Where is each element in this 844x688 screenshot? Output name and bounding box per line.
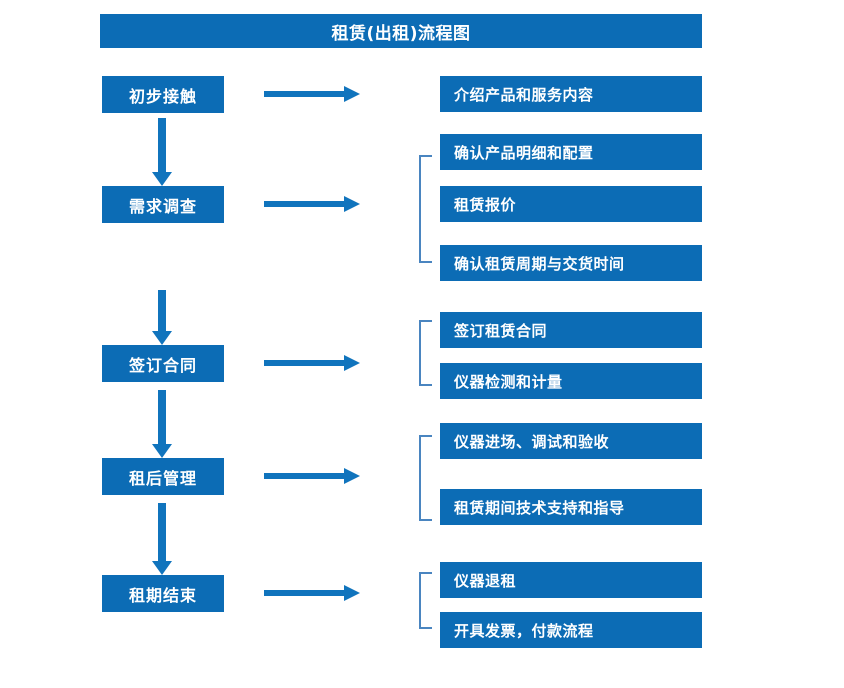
stage-box-3[interactable]: 签订合同 [102, 345, 224, 382]
detail-box-10[interactable]: 开具发票，付款流程 [440, 612, 702, 648]
arrow-head-right-icon [344, 86, 360, 102]
detail-box-6[interactable]: 仪器检测和计量 [440, 363, 702, 399]
arrow-head-right-icon [344, 355, 360, 371]
group-bracket-2 [419, 320, 432, 386]
stage-box-1[interactable]: 初步接触 [102, 76, 224, 113]
arrow-stem [158, 390, 166, 444]
detail-box-5[interactable]: 签订租赁合同 [440, 312, 702, 348]
detail-box-2[interactable]: 确认产品明细和配置 [440, 134, 702, 170]
horizontal-arrow-1 [264, 86, 360, 102]
arrow-head-right-icon [344, 585, 360, 601]
detail-box-7[interactable]: 仪器进场、调试和验收 [440, 423, 702, 459]
stage-box-2[interactable]: 需求调查 [102, 186, 224, 223]
vertical-arrow-3 [152, 390, 172, 458]
arrow-stem [158, 118, 166, 172]
arrow-stem [264, 201, 346, 207]
vertical-arrow-2 [152, 290, 172, 345]
diagram-title: 租赁(出租)流程图 [100, 14, 702, 48]
vertical-arrow-4 [152, 503, 172, 575]
detail-box-1[interactable]: 介绍产品和服务内容 [440, 76, 702, 112]
horizontal-arrow-4 [264, 468, 360, 484]
detail-box-3[interactable]: 租赁报价 [440, 186, 702, 222]
arrow-stem [264, 590, 346, 596]
stage-box-5[interactable]: 租期结束 [102, 575, 224, 612]
arrow-stem [158, 503, 166, 561]
horizontal-arrow-3 [264, 355, 360, 371]
detail-box-9[interactable]: 仪器退租 [440, 562, 702, 598]
group-bracket-3 [419, 435, 432, 521]
arrow-stem [264, 360, 346, 366]
arrow-stem [264, 473, 346, 479]
arrow-head-down-icon [152, 331, 172, 345]
arrow-head-down-icon [152, 444, 172, 458]
arrow-stem [264, 91, 346, 97]
stage-box-4[interactable]: 租后管理 [102, 458, 224, 495]
arrow-head-right-icon [344, 468, 360, 484]
arrow-stem [158, 290, 166, 331]
horizontal-arrow-5 [264, 585, 360, 601]
arrow-head-down-icon [152, 172, 172, 186]
arrow-head-down-icon [152, 561, 172, 575]
vertical-arrow-1 [152, 118, 172, 186]
detail-box-4[interactable]: 确认租赁周期与交货时间 [440, 245, 702, 281]
arrow-head-right-icon [344, 196, 360, 212]
group-bracket-1 [419, 155, 432, 263]
group-bracket-4 [419, 572, 432, 629]
detail-box-8[interactable]: 租赁期间技术支持和指导 [440, 489, 702, 525]
horizontal-arrow-2 [264, 196, 360, 212]
